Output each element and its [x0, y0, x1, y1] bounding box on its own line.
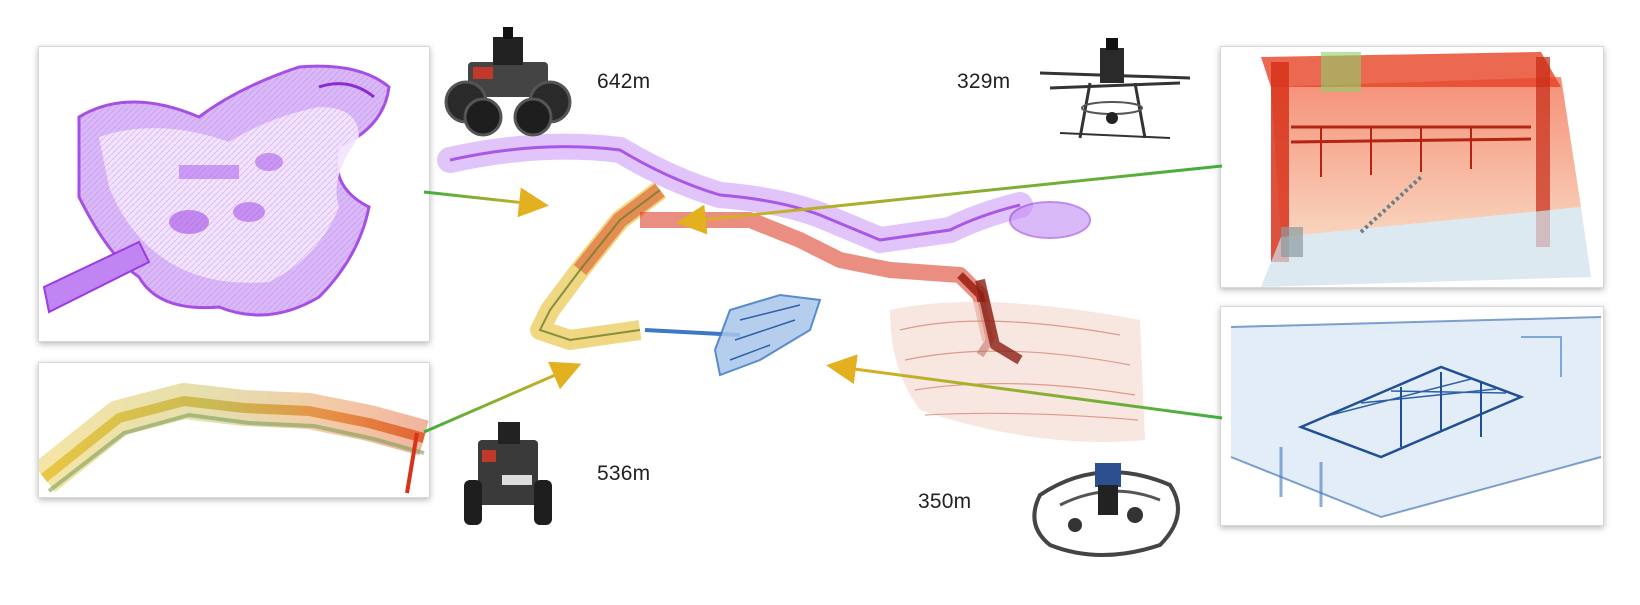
- distance-label-ground-top: 642m: [597, 70, 651, 93]
- handheld-rig: [1020, 455, 1195, 565]
- purple-pointcloud-image: [42, 64, 391, 317]
- map-panel-red-building: [1220, 46, 1604, 288]
- combined-pointcloud-image: [437, 133, 1145, 442]
- handheld-rig-icon: [1032, 463, 1180, 557]
- ground-robot-bottom: [458, 420, 558, 535]
- drone-icon: [1039, 38, 1191, 139]
- map-panel-yellow-tunnel: [38, 362, 430, 498]
- blue-pointcloud-image: [1221, 307, 1603, 525]
- combined-map: [420, 120, 1220, 470]
- tunnel-pointcloud-image: [39, 383, 429, 494]
- drone: [1030, 38, 1200, 153]
- red-pointcloud-image: [1221, 47, 1603, 287]
- ground-robot-top: [438, 22, 578, 142]
- distance-label-ground-bottom: 536m: [597, 462, 651, 485]
- distance-label-drone: 329m: [957, 70, 1011, 93]
- ground-robot-icon: [464, 422, 552, 525]
- ground-robot-icon: [444, 27, 572, 137]
- map-panel-blue-office: [1220, 306, 1604, 526]
- distance-label-handheld: 350m: [918, 490, 972, 513]
- map-panel-purple-cave: [38, 46, 430, 342]
